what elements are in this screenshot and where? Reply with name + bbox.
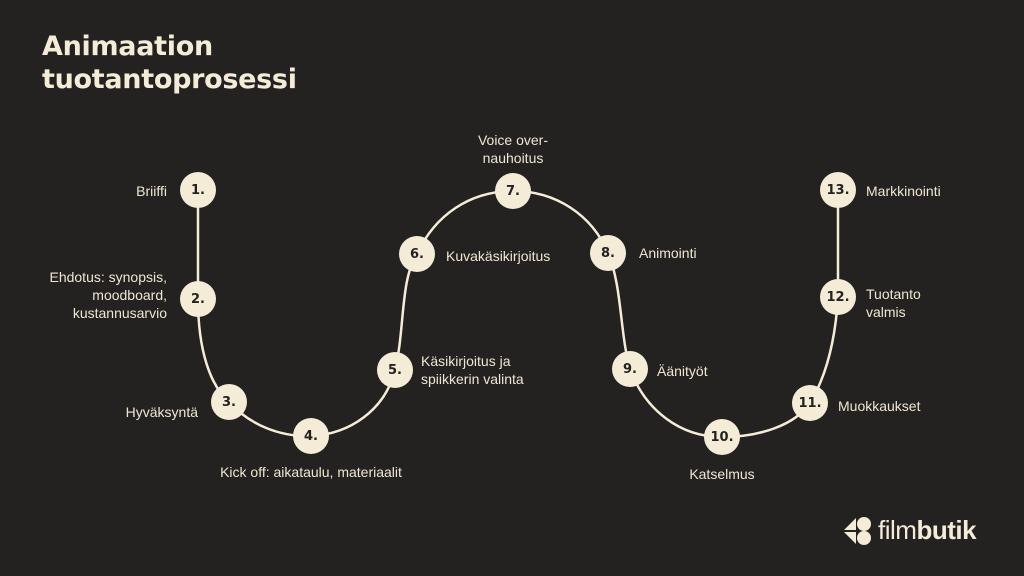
step-2-label: Ehdotus: synopsis, moodboard, kustannusa…	[49, 269, 167, 321]
step-11-label: Muokkaukset	[838, 398, 921, 414]
step-4-node: 4.	[293, 418, 329, 454]
step-10-label: Katselmus	[689, 466, 755, 482]
step-3-label: Hyväksyntä	[125, 404, 198, 420]
step-12-node: 12.	[820, 279, 856, 315]
step-12-label: Tuotanto valmis	[866, 286, 921, 320]
step-1-node: 1.	[180, 172, 216, 208]
filmbutik-logo: filmbutik	[842, 515, 977, 546]
step-6-node: 6.	[399, 236, 435, 272]
step-11-node: 11.	[792, 385, 828, 421]
step-2-node: 2.	[180, 281, 216, 317]
step-5-node: 5.	[377, 352, 413, 388]
step-9-label: Äänityöt	[657, 363, 708, 379]
step-7-label: Voice over-nauhoitus	[477, 132, 549, 166]
step-9-node: 9.	[612, 351, 648, 387]
step-8-label: Animointi	[639, 245, 697, 261]
step-5-label: Käsikirjoitus ja spiikkerin valinta	[421, 353, 524, 387]
page-title: Animaation tuotantoprosessi	[42, 31, 297, 95]
step-13-node: 13.	[820, 172, 856, 208]
logo-text-butik: butik	[916, 515, 977, 545]
step-7-node: 7.	[495, 173, 531, 209]
step-10-node: 10.	[704, 419, 740, 455]
step-3-node: 3.	[211, 384, 247, 420]
step-6-label: Kuvakäsikirjoitus	[446, 248, 551, 264]
logo-mark-icon	[844, 516, 871, 545]
logo-text-film: film	[878, 515, 917, 545]
step-4-label: Kick off: aikataulu, materiaalit	[220, 464, 402, 480]
step-13-label: Markkinointi	[866, 183, 941, 199]
step-8-node: 8.	[590, 235, 626, 271]
step-1-label: Briiffi	[136, 183, 167, 199]
